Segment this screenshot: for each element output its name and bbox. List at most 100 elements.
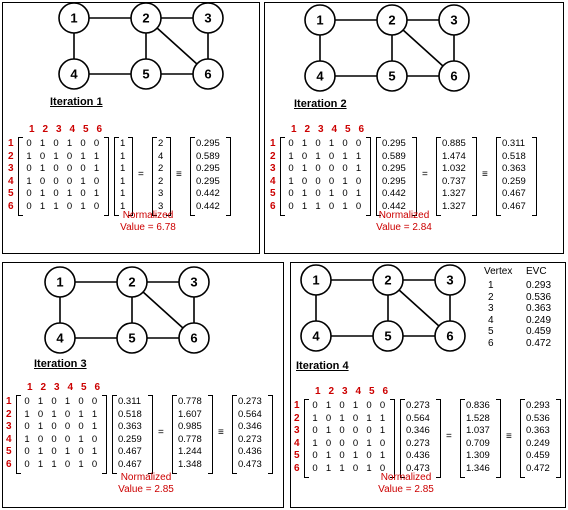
matrix-row-header: 1 (270, 138, 276, 149)
matrix-cell: 0 (51, 446, 57, 457)
matrix-row-header: 3 (8, 163, 14, 174)
matrix-cell: 1 (37, 421, 44, 432)
normalized-vector-bracket-left (190, 137, 195, 216)
product-vector-value: 0.885 (442, 138, 466, 149)
panel-iteration-2 (264, 2, 564, 254)
matrix-cell: 0 (51, 396, 57, 407)
matrix-cell: 1 (66, 138, 73, 149)
normalized-vector-value: 0.295 (196, 175, 220, 187)
normalized-vector-value: 0.467 (502, 200, 526, 212)
normalized-vector-value: 0.473 (238, 458, 262, 470)
matrix-row-header: 2 (294, 412, 300, 424)
equals-sign: = (138, 169, 144, 181)
product-vector-bracket-left (436, 137, 441, 216)
panel-iteration-3 (2, 262, 284, 508)
matrix-column-header: 6 (382, 386, 389, 397)
matrix-cell: 1 (91, 421, 98, 432)
matrix-cell: 1 (315, 150, 321, 162)
graph-node (178, 322, 210, 354)
matrix-cell: 0 (93, 200, 100, 212)
matrix-cell: 0 (80, 163, 86, 174)
iteration-title: Iteration 3 (34, 358, 87, 370)
input-vector-value: 0.259 (118, 433, 142, 445)
input-vector-value: 0.442 (382, 188, 406, 199)
graph-node (372, 320, 404, 352)
normalized-vector-value: 0.442 (196, 200, 220, 212)
product-vector-bracket-left (152, 137, 157, 216)
matrix-cell: 1 (39, 200, 46, 212)
normalized-vector-value: 0.436 (238, 446, 262, 457)
matrix-column-header: 4 (355, 386, 362, 397)
matrix-row-header: 3 (6, 421, 12, 432)
matrix-cell: 1 (53, 200, 59, 212)
matrix-cell: 0 (328, 150, 335, 162)
product-vector-value: 4 (158, 150, 164, 162)
evc-table-vertex: 2 (488, 291, 494, 303)
matrix-cell: 0 (352, 412, 359, 424)
input-vector-bracket-right (436, 399, 441, 478)
input-vector-value: 0.273 (406, 400, 430, 411)
matrix-cell: 0 (64, 421, 71, 432)
matrix-cell: 0 (312, 400, 318, 411)
matrix-cell: 0 (26, 163, 32, 174)
matrix-row-header: 6 (6, 458, 12, 470)
input-vector-value: 0.273 (406, 437, 430, 449)
product-vector-value: 1.032 (442, 163, 466, 174)
normalized-vector-bracket-left (232, 395, 237, 474)
matrix-cell: 1 (51, 408, 57, 420)
matrix-cell: 0 (91, 433, 98, 445)
normalized-value: Value = 2.84 (376, 222, 432, 233)
input-vector-bracket-left (400, 399, 405, 478)
matrix-cell: 1 (379, 412, 386, 424)
matrix-row-header: 4 (294, 437, 300, 449)
matrix-cell: 0 (80, 138, 86, 149)
matrix-cell: 1 (301, 200, 308, 212)
graph-node-label: 2 (384, 273, 391, 288)
matrix-cell: 1 (312, 412, 318, 424)
graph-node (130, 58, 162, 90)
matrix-column-header: 3 (54, 382, 60, 393)
input-vector-value: 0.442 (382, 200, 406, 212)
matrix-cell: 0 (53, 138, 59, 149)
matrix-cell: 1 (37, 458, 44, 470)
matrix-cell: 1 (288, 175, 294, 187)
matrix-cell: 1 (325, 450, 332, 461)
normalized-vector-bracket-right (226, 137, 231, 216)
matrix-cell: 0 (325, 412, 332, 424)
matrix-cell: 1 (24, 408, 30, 420)
matrix-cell: 1 (355, 188, 362, 199)
matrix-cell: 0 (66, 163, 73, 174)
matrix-cell: 0 (312, 462, 318, 474)
normalized-vector-value: 0.293 (526, 400, 550, 411)
normalized-label: Normalized (378, 210, 430, 221)
matrix-column-header: 3 (56, 124, 62, 135)
evc-table-vertex: 4 (488, 314, 494, 326)
equals-sign: = (158, 427, 164, 439)
evc-table-value: 0.459 (526, 326, 552, 337)
input-vector-value: 0.467 (118, 446, 142, 457)
matrix-cell: 1 (325, 462, 332, 474)
evc-table-value: 0.363 (526, 303, 552, 314)
matrix-cell: 1 (78, 458, 84, 470)
graph-node (178, 266, 210, 298)
matrix-cell: 0 (339, 400, 345, 411)
matrix-cell: 0 (325, 437, 332, 449)
matrix-column-header: 4 (69, 124, 76, 135)
matrix-cell: 0 (288, 138, 294, 149)
matrix-cell: 1 (64, 396, 71, 407)
adjacency-matrix-bracket-right (390, 399, 395, 478)
matrix-column-header: 6 (94, 382, 101, 393)
product-vector-value: 1.348 (178, 458, 202, 470)
normalized-vector-bracket-right (556, 399, 561, 478)
approx-sign: ≡ (218, 427, 224, 439)
matrix-cell: 0 (24, 421, 30, 432)
input-vector-value: 0.467 (118, 458, 142, 470)
graph-node-label: 5 (128, 331, 135, 346)
matrix-cell: 1 (339, 412, 345, 424)
matrix-cell: 0 (339, 450, 345, 461)
matrix-cell: 1 (53, 150, 59, 162)
graph-node (44, 266, 76, 298)
normalized-vector-value: 0.273 (238, 433, 262, 445)
matrix-row-header: 4 (8, 175, 14, 187)
